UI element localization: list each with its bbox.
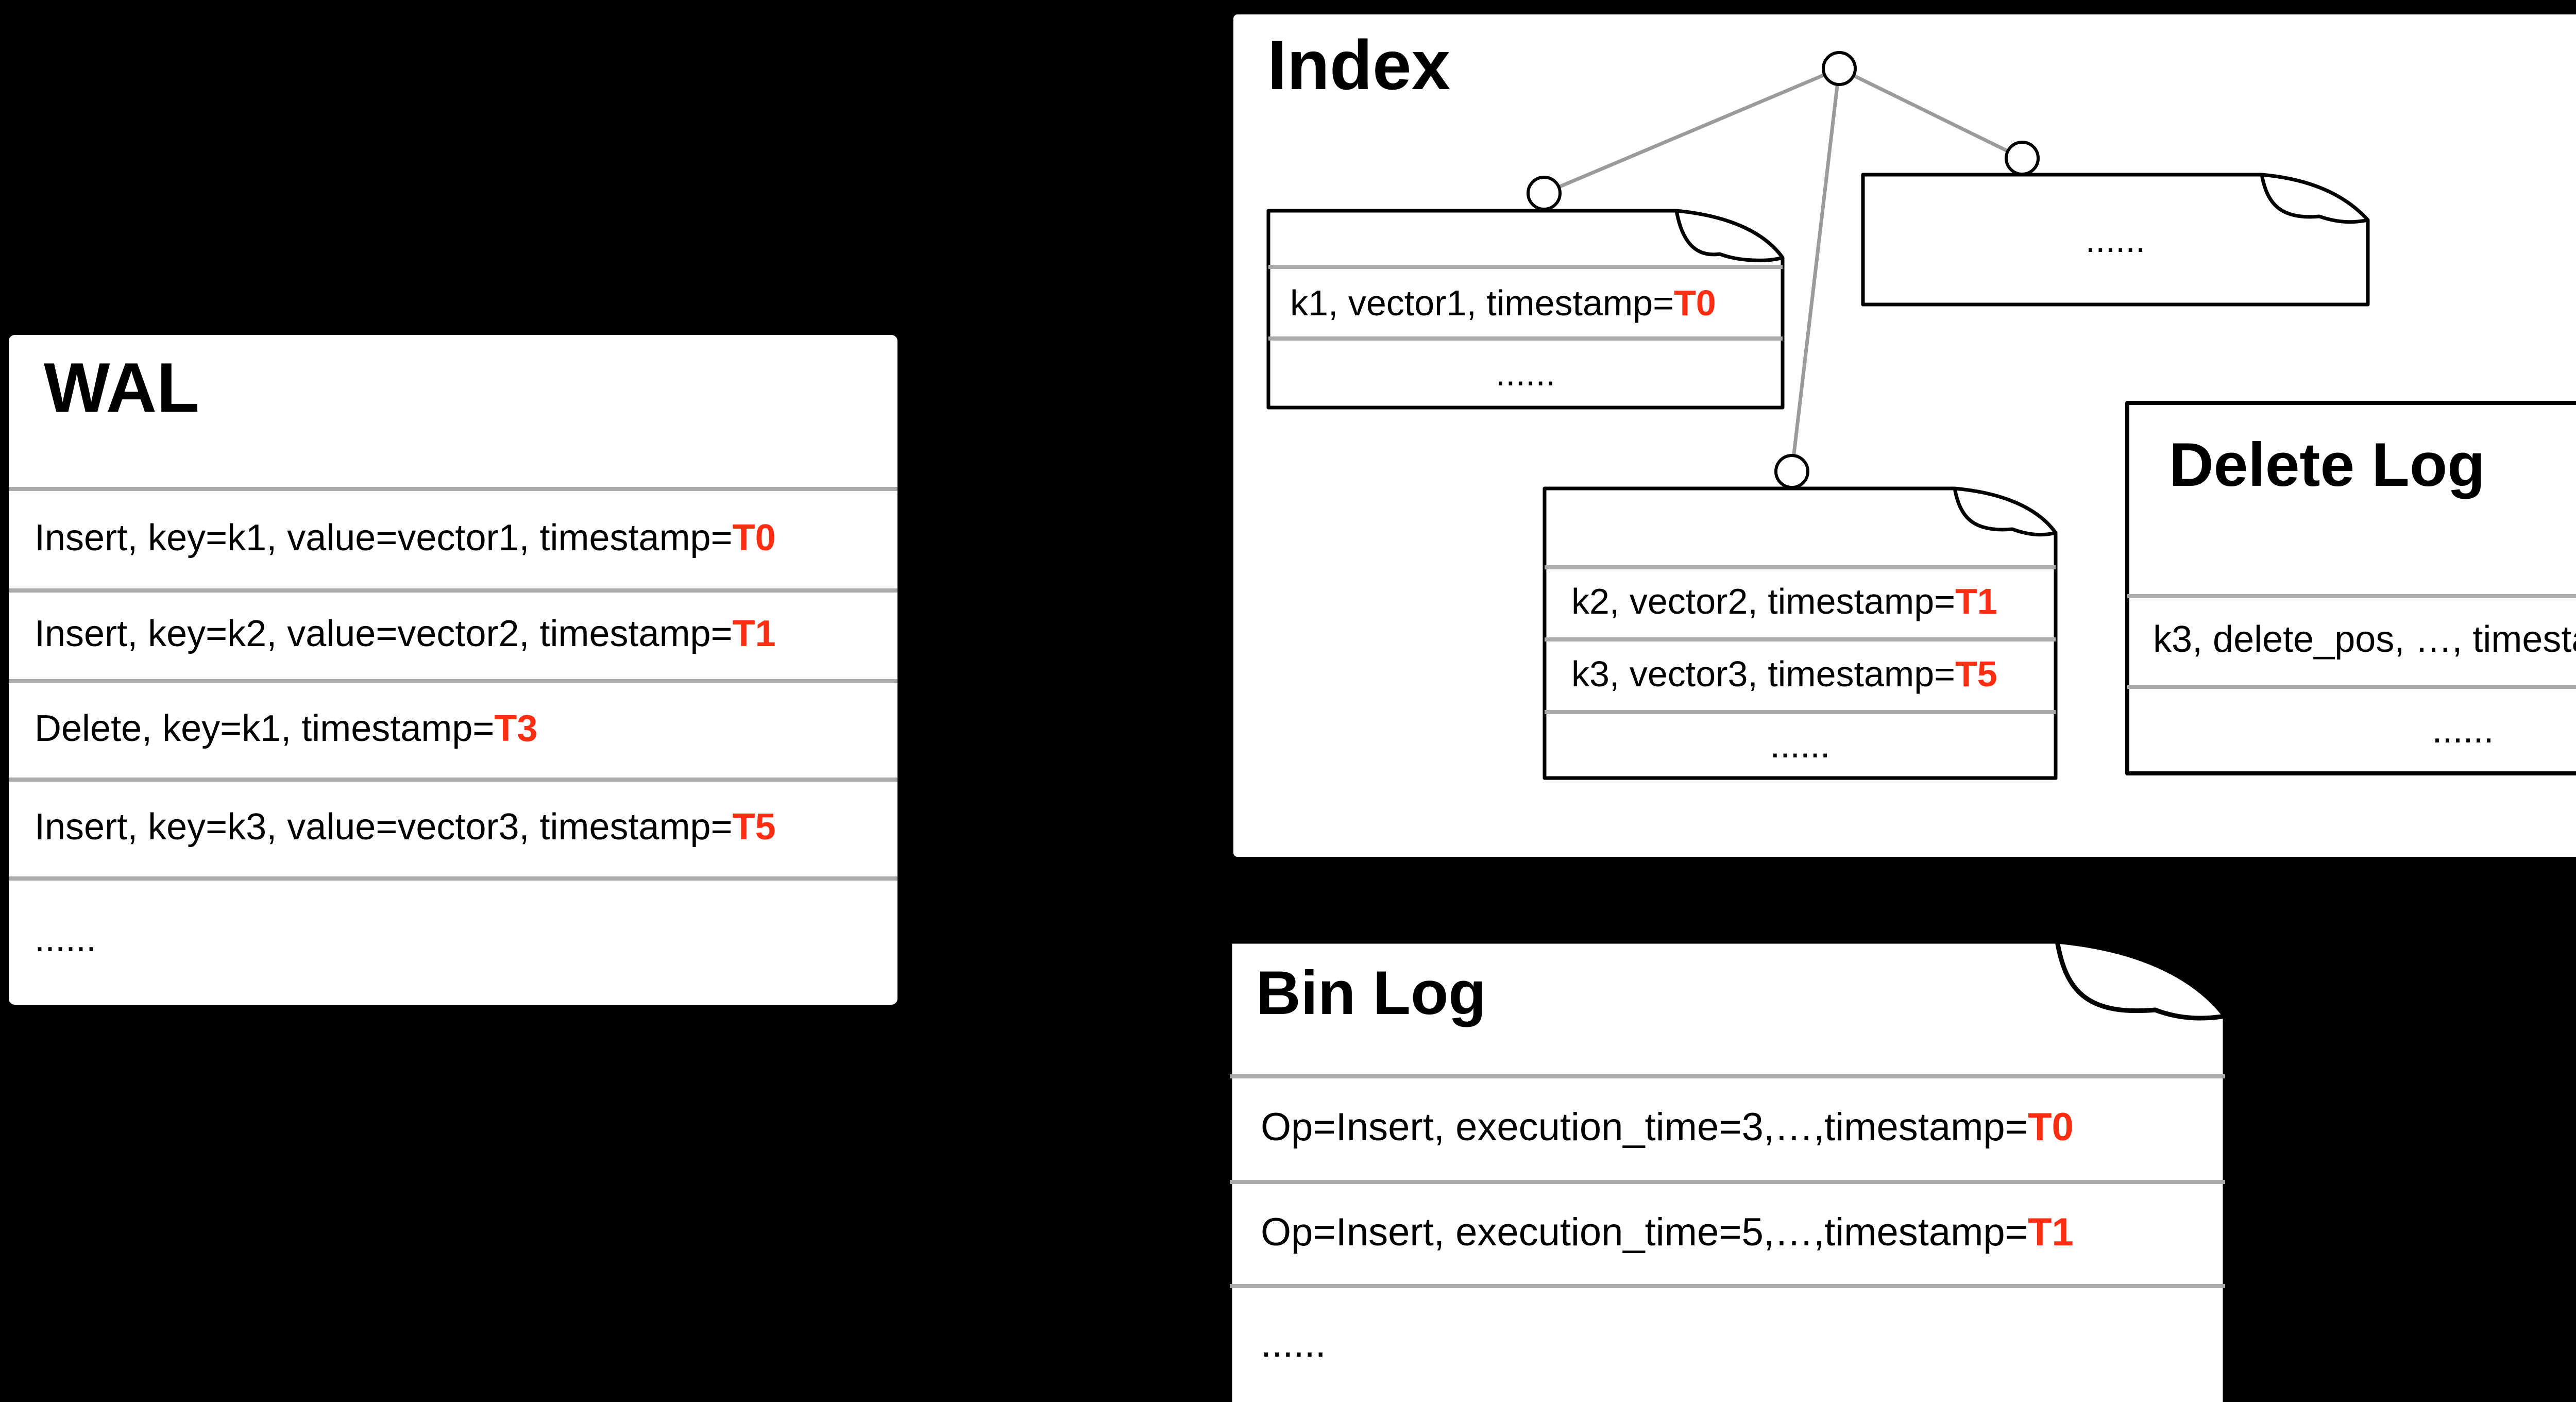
wal-row-text: Insert, key=k2, value=vector2, timestamp… <box>35 613 733 654</box>
index-tree <box>1527 51 2040 489</box>
divider-line <box>9 876 897 881</box>
file-row: ...... <box>2127 689 2576 771</box>
timestamp-badge: T1 <box>2028 1210 2074 1254</box>
wal-row-text: Insert, key=k1, value=vector1, timestamp… <box>35 517 733 559</box>
file-page-shape <box>2125 401 2576 775</box>
timestamp-badge: T5 <box>732 806 776 848</box>
file-row: k1, vector1, timestamp=T0 <box>1268 269 1783 336</box>
divider-line <box>9 487 897 491</box>
tree-edge-line <box>1790 68 1841 472</box>
wal-row: Insert, key=k3, value=vector3, timestamp… <box>9 782 897 872</box>
tree-edge-line <box>1838 66 2023 160</box>
bin-log-file: Bin Log Op=Insert, execution_time=3,…,ti… <box>1228 939 2227 1402</box>
index-leaf-file-2: ...... <box>1861 173 2370 307</box>
timestamp-badge: T0 <box>732 517 776 559</box>
file-row: k3, delete_pos, …, timestamp=T3 <box>2127 598 2576 681</box>
file-row: k3, vector3, timestamp=T5 <box>1545 641 2056 706</box>
divider-line <box>2127 594 2576 598</box>
wal-row-text: Insert, key=k3, value=vector3, timestamp… <box>35 806 733 848</box>
index-leaf-file-3: k2, vector2, timestamp=T1 k3, vector3, t… <box>1543 486 2058 780</box>
dog-ear-fold-icon <box>2260 174 2368 224</box>
timestamp-badge: T1 <box>1955 581 1997 621</box>
file-row-text: Op=Insert, execution_time=3,…,timestamp= <box>1261 1105 2028 1149</box>
file-page-shape <box>1543 486 2058 780</box>
file-row-text: k3, delete_pos, …, timestamp= <box>2153 619 2576 660</box>
file-row: Op=Insert, execution_time=3,…,timestamp=… <box>1230 1078 2225 1176</box>
divider-line <box>2127 685 2576 689</box>
dog-ear-fold-icon <box>1953 488 2056 537</box>
file-row-text: ...... <box>1770 725 1831 765</box>
file-row: ...... <box>1230 1288 2225 1399</box>
file-page-shape <box>1266 209 1785 410</box>
wal-row: Delete, key=k1, timestamp=T3 <box>9 683 897 773</box>
tree-edge-line <box>1543 66 1840 195</box>
divider-line <box>1268 336 1783 341</box>
tree-node-circle <box>1822 51 1857 86</box>
index-leaf-file-1: k1, vector1, timestamp=T0 ...... <box>1266 209 1785 410</box>
delete-log-title: Delete Log <box>2169 430 2485 499</box>
bin-log-title: Bin Log <box>1256 958 1486 1027</box>
file-row-text: k3, vector3, timestamp= <box>1571 653 1956 694</box>
dog-ear-fold-icon <box>2055 941 2226 1021</box>
dog-ear-fold-icon <box>1674 210 1783 262</box>
index-panel: Index k1, vector1, timestamp=T0 ...... <box>1233 14 2576 857</box>
tree-node-circle <box>2005 141 2040 176</box>
divider-line <box>1230 1074 2225 1078</box>
timestamp-badge: T1 <box>732 613 776 654</box>
file-row: k2, vector2, timestamp=T1 <box>1545 569 2056 633</box>
divider-line <box>1230 1180 2225 1184</box>
index-title: Index <box>1267 26 1451 104</box>
file-row: ...... <box>1545 714 2056 776</box>
divider-line <box>9 778 897 782</box>
file-row-text: k2, vector2, timestamp= <box>1571 581 1956 621</box>
wal-row-text: Delete, key=k1, timestamp= <box>35 707 495 749</box>
divider-line <box>1545 710 2056 714</box>
wal-title: WAL <box>44 348 200 427</box>
divider-line <box>1230 1284 2225 1288</box>
tree-node-circle <box>1527 176 1562 211</box>
file-row-text: Op=Insert, execution_time=5,…,timestamp= <box>1261 1210 2028 1254</box>
file-row-text: ...... <box>2085 219 2146 260</box>
timestamp-badge: T5 <box>1955 653 1997 694</box>
wal-row: Insert, key=k2, value=vector2, timestamp… <box>9 593 897 675</box>
wal-row-text: ...... <box>35 918 97 959</box>
file-row-text: ...... <box>2432 710 2494 751</box>
divider-line <box>1545 637 2056 641</box>
divider-line <box>9 679 897 683</box>
file-page-shape <box>1861 173 2370 307</box>
wal-row: ...... <box>9 881 897 996</box>
timestamp-badge: T0 <box>1674 282 1716 323</box>
wal-panel: WAL Insert, key=k1, value=vector1, times… <box>9 335 897 1005</box>
tree-node-circle <box>1774 454 1809 489</box>
divider-line <box>1545 565 2056 569</box>
file-row: Op=Insert, execution_time=5,…,timestamp=… <box>1230 1184 2225 1280</box>
file-row: ...... <box>1268 341 1783 406</box>
file-row: ...... <box>1863 173 2368 307</box>
file-row-text: ...... <box>1261 1322 1326 1365</box>
timestamp-badge: T3 <box>494 707 538 749</box>
divider-line <box>1268 265 1783 269</box>
timestamp-badge: T0 <box>2028 1105 2074 1149</box>
divider-line <box>9 588 897 593</box>
file-row-text: ...... <box>1495 353 1556 393</box>
wal-row: Insert, key=k1, value=vector1, timestamp… <box>9 491 897 584</box>
page-outline <box>2125 401 2576 775</box>
delete-log-file: Delete Log k3, delete_pos, …, timestamp=… <box>2125 401 2576 775</box>
file-row-text: k1, vector1, timestamp= <box>1290 282 1674 323</box>
